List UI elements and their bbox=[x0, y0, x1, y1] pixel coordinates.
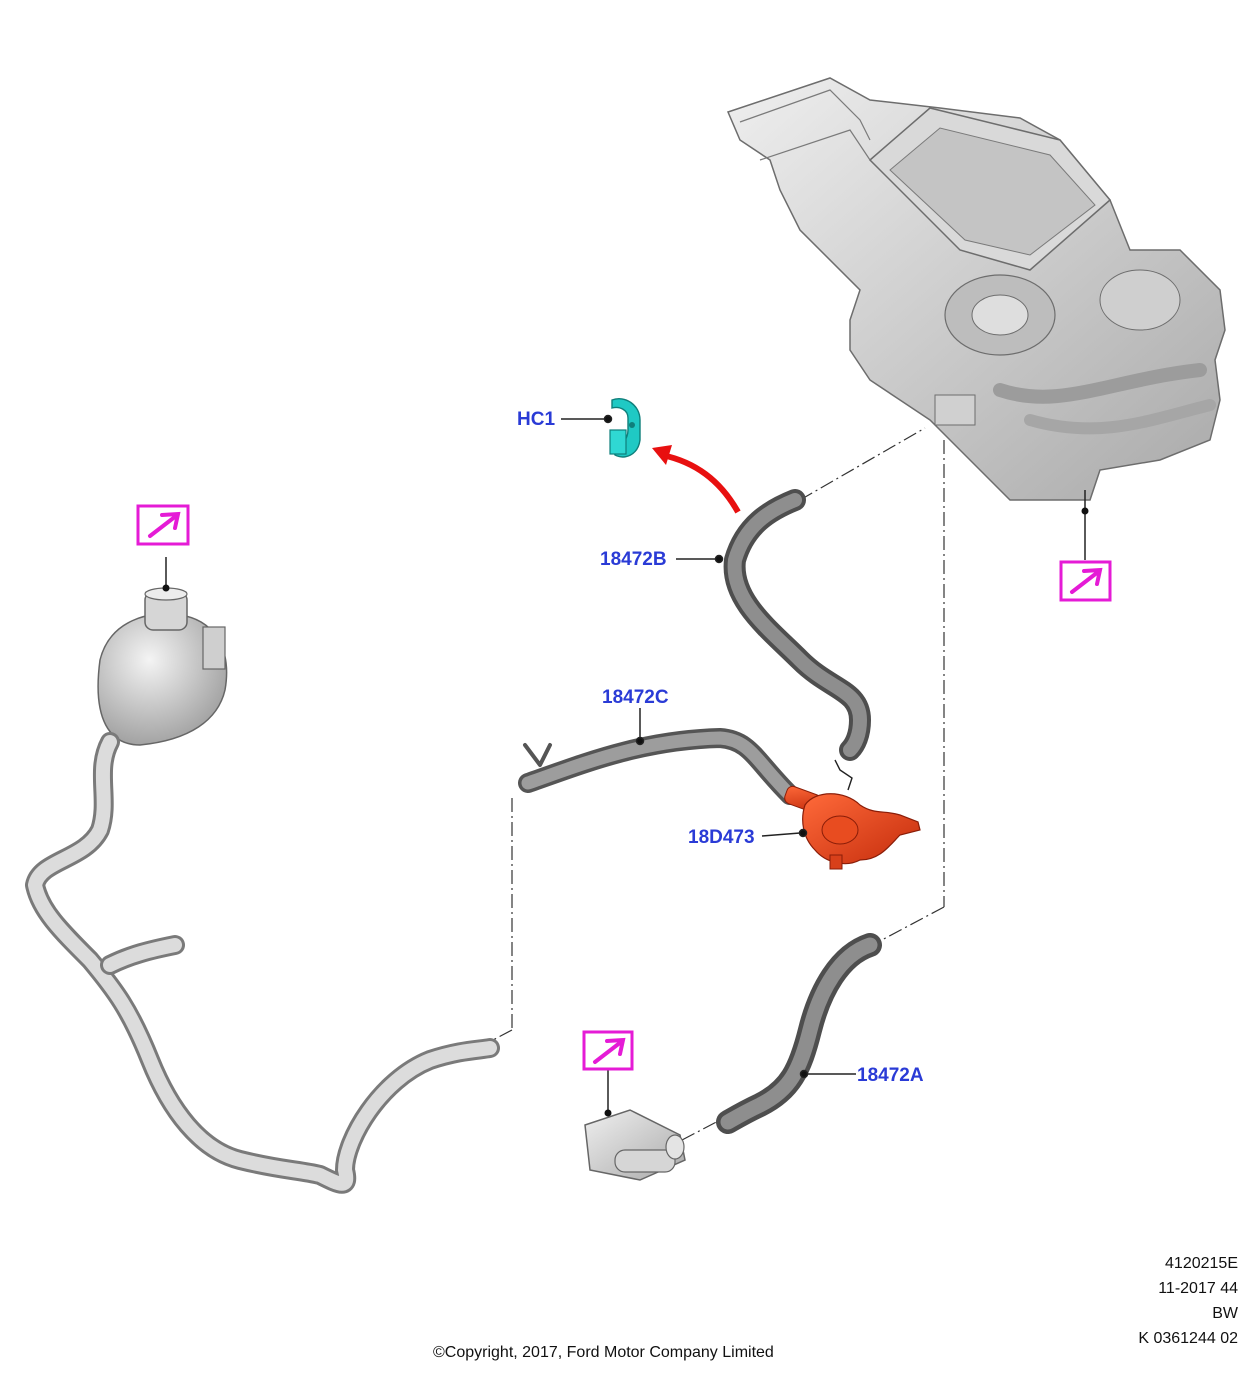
reference-box-hvac bbox=[1059, 507, 1112, 602]
coolant-hose-left bbox=[25, 732, 500, 1194]
connection-lines bbox=[492, 427, 945, 1141]
callout-18472b: 18472B bbox=[600, 549, 667, 570]
hose-18472b bbox=[723, 489, 871, 761]
reference-arrow-icon bbox=[1070, 567, 1103, 594]
drawing-reference: K 0361244 02 bbox=[1138, 1330, 1238, 1347]
hvac-unit bbox=[726, 77, 1226, 510]
drawing-author-code: BW bbox=[1212, 1305, 1238, 1322]
callout-18472c: 18472C bbox=[602, 687, 669, 708]
reference-box-tank bbox=[136, 504, 190, 546]
drawing-date-code: 11-2017 44 bbox=[1158, 1280, 1238, 1297]
callout-18472a: 18472A bbox=[857, 1065, 924, 1086]
thermostat-housing bbox=[584, 1069, 686, 1181]
callout-18d473: 18D473 bbox=[688, 827, 755, 848]
reference-arrow-icon bbox=[593, 1037, 626, 1064]
reference-box-thermostat bbox=[582, 1030, 634, 1071]
hose-18472a bbox=[716, 933, 882, 1134]
clip-hc1 bbox=[609, 398, 641, 458]
drawing-number: 4120215E bbox=[1165, 1255, 1238, 1272]
direction-arrow-icon bbox=[652, 445, 741, 514]
expansion-tank bbox=[97, 557, 228, 746]
callout-hc1: HC1 bbox=[517, 409, 556, 430]
hose-18472c bbox=[518, 728, 800, 805]
reference-arrow-icon bbox=[148, 511, 181, 538]
copyright-notice: ©Copyright, 2017, Ford Motor Company Lim… bbox=[433, 1344, 774, 1361]
leader-lines bbox=[561, 414, 856, 1079]
water-pump-18d473 bbox=[784, 759, 921, 870]
